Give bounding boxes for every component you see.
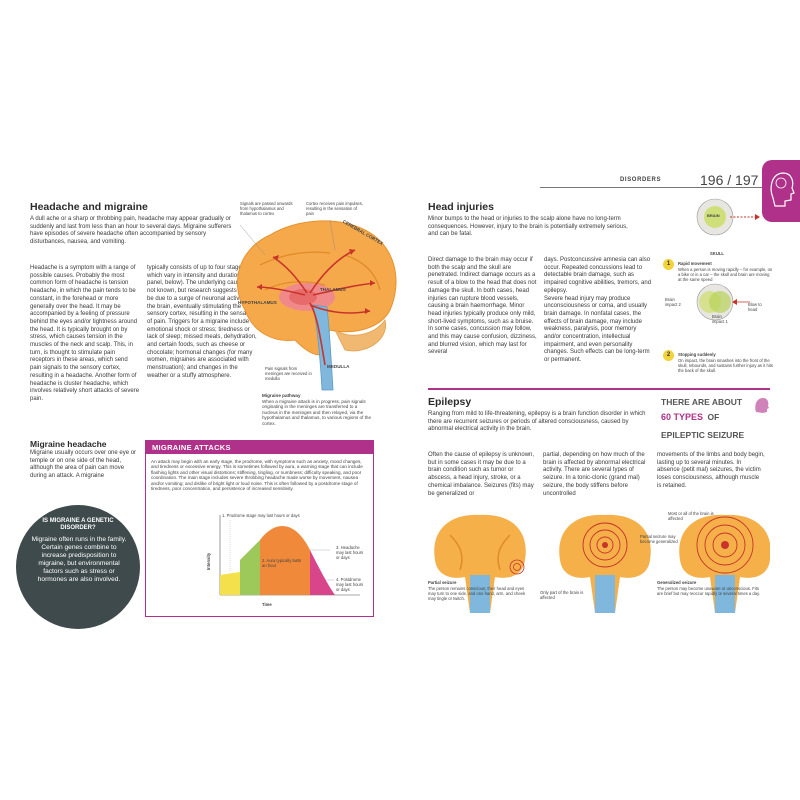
brain-generalized (679, 514, 770, 613)
headache-title: Headache and migraine (30, 201, 148, 213)
head-profile-icon (755, 398, 769, 413)
chart-label-3: 3. Headache may last hours or days (336, 545, 364, 560)
label-signals: Signals are passed onwards from hypothal… (240, 201, 293, 216)
fact-prefix: THERE ARE ABOUT (661, 397, 743, 407)
headache-intro: A dull ache or a sharp or throbbing pain… (30, 216, 232, 246)
headache-col1: Headache is a symptom with a range of po… (30, 265, 140, 402)
label-impact2: Brain impact 2 (665, 297, 681, 307)
brain-partial (434, 514, 526, 613)
epilepsy-col3: movements of the limbs and body begin, l… (657, 452, 765, 489)
epilepsy-col2: partial, depending on how much of the br… (543, 452, 646, 497)
seizure-brains (434, 514, 770, 613)
head-injuries-title: Head injuries (428, 201, 494, 213)
head-icon (770, 172, 795, 207)
fact-suffix: OF EPILEPTIC SEIZURE (661, 412, 745, 440)
brain-spreading (559, 514, 651, 613)
chart-label-4: 4. Postdrome may last hours or days (336, 577, 364, 592)
step1-text: When a person is moving rapidly – for ex… (678, 267, 773, 282)
step1-title: Rapid movement (678, 261, 712, 266)
label-hypothalamus: HYPOTHALAMUS (238, 300, 277, 305)
chart-x-axis: Time (262, 602, 272, 607)
chart-label-1: 1. Prodrome stage may last hours or days (222, 513, 300, 518)
label-thalamus: THALAMUS (320, 287, 346, 292)
step2-title: Stopping suddenly (678, 352, 716, 357)
attacks-text: An attack may begin with an early stage,… (151, 459, 363, 492)
chart-label-2: 2. Aura typically lasts an hour (262, 558, 302, 568)
migraine-pathway-diagram (237, 219, 397, 391)
genetic-question: IS MIGRAINE A GENETIC DISORDER? (42, 518, 114, 531)
epilepsy-col1: Often the cause of epilepsy is unknown, … (428, 452, 535, 497)
step1-number: 1 (663, 259, 674, 270)
head-injuries-intro: Minor bumps to the head or injuries to t… (428, 216, 628, 238)
migraine-heading: Migraine headache (30, 439, 107, 449)
attacks-title: MIGRAINE ATTACKS (152, 443, 231, 452)
genetic-answer: Migraine often runs in the family. Certa… (31, 536, 127, 583)
partial-title: Partial seizure (428, 580, 457, 585)
label-pain-signals: Pain signals from meninges are received … (265, 366, 312, 381)
label-part: Only part of the brain is affected (540, 590, 584, 600)
epilepsy-intro: Ranging from mild to life-threatening, e… (428, 411, 646, 433)
genetic-circle (16, 505, 140, 629)
label-blow: Blow to head (748, 302, 762, 312)
pathway-caption-text: When a migraine attack is in progress, p… (262, 399, 372, 426)
section-label: DISORDERS (620, 177, 662, 183)
migraine-stages-chart (219, 515, 360, 596)
head-injuries-col1: Direct damage to the brain may occur if … (428, 257, 537, 356)
headache-col2: typically consists of up to four stages,… (147, 265, 257, 379)
fact-bold: 60 TYPES (661, 412, 704, 422)
epilepsy-title: Epilepsy (428, 396, 472, 408)
label-cortex-receives: Cortex receives pain impulses, resulting… (306, 201, 364, 216)
label-impact1: Brain impact 1 (712, 314, 728, 324)
general-text: The person may become unaware or unconsc… (657, 586, 761, 596)
step2-number: 2 (663, 350, 674, 361)
header-rule (540, 187, 762, 188)
chart-y-axis: Intensity (206, 552, 211, 570)
step2-text: On impact, the brain smashes into the fr… (678, 358, 773, 373)
partial-text: The person remains conscious; their head… (428, 586, 526, 601)
page-numbers: 196 / 197 (700, 172, 759, 188)
head-injuries-col2: days. Postconcussive amnesia can also oc… (544, 257, 652, 364)
migraine-text: Migraine usually occurs over one eye or … (30, 450, 137, 480)
label-most: Most or all of the brain is affected (668, 511, 714, 521)
head-injury-diagram (696, 198, 760, 321)
label-skull: SKULL (710, 251, 724, 256)
label-general: Partial seizure may become generalized (640, 534, 678, 544)
section-divider (428, 388, 770, 390)
pathway-caption-title: Migraine pathway (262, 393, 301, 398)
general-title: Generalized seizure (657, 580, 697, 585)
fact-box: THERE ARE ABOUT 60 TYPES OF EPILEPTIC SE… (661, 397, 765, 443)
label-medulla: MEDULLA (327, 364, 350, 369)
label-brain: BRAIN (707, 213, 720, 218)
attacks-panel-header (145, 440, 374, 454)
